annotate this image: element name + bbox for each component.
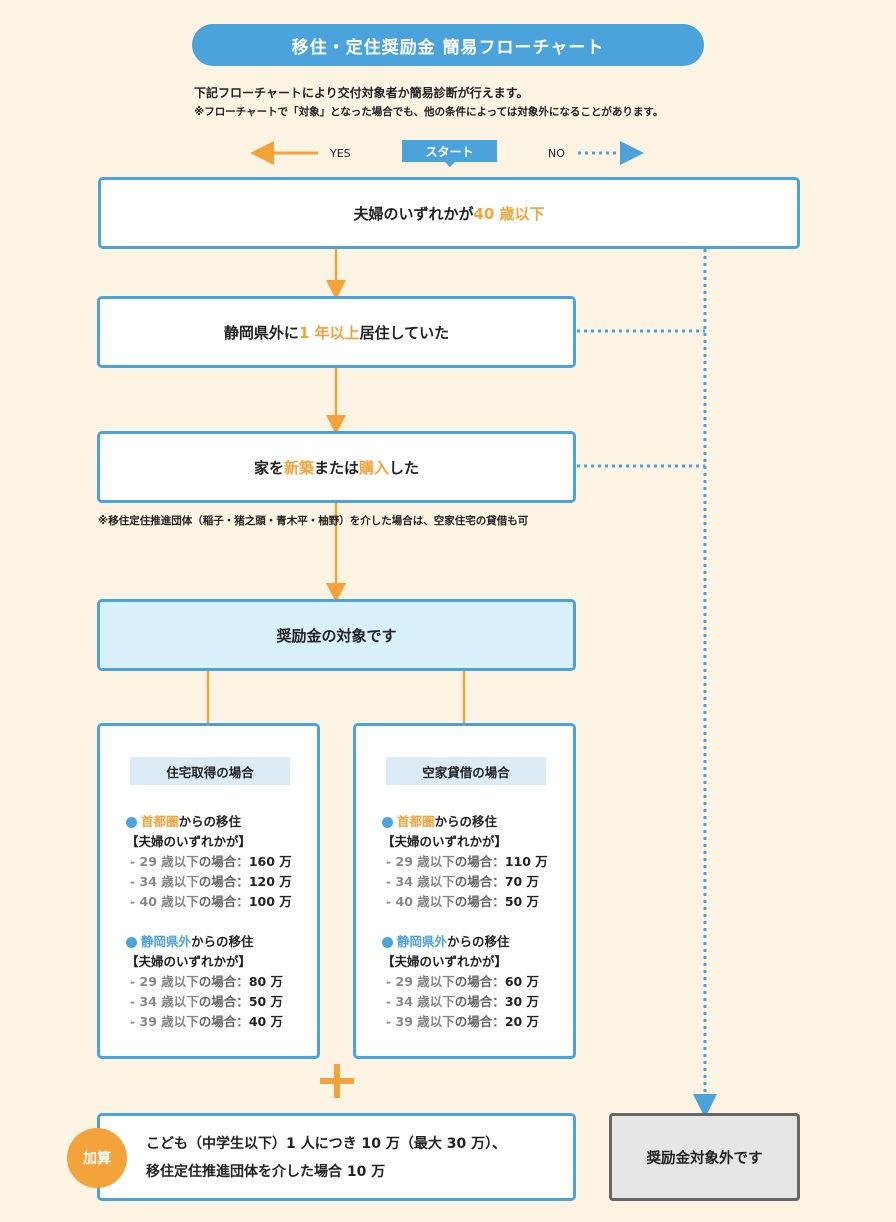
amount-row: - 29 歳以下の場合：80 万: [130, 974, 284, 989]
house-note: ※移住定住推進団体（稲子・猪之頭・青木平・柚野）を介した場合は、空家住宅の貸借も…: [98, 515, 529, 527]
bullet-icon: [126, 816, 137, 828]
region-label: 静岡県外: [141, 934, 192, 949]
question-house-post: した: [389, 458, 420, 477]
intro-note: ※フローチャートで「対象」となった場合でも、他の条件によっては対象外になることが…: [194, 106, 664, 118]
plus-icon: [320, 1064, 354, 1098]
question-residence: 静岡県外に 1 年以上居住していた: [97, 296, 576, 368]
kasan-text: こども（中学生以下）1 人につき 10 万（最大 30 万）、 移住定住推進団体…: [146, 1130, 506, 1186]
region-suffix: からの移住: [178, 814, 242, 829]
card-lease-section-outside: 静岡県外からの移住 【夫婦のいずれかが】 - 29 歳以下の場合：60 万 - …: [382, 932, 539, 1032]
question-residence-pre: 静岡県外に: [223, 323, 299, 342]
region-suffix: からの移住: [447, 934, 510, 949]
question-house-highlight-new: 新築: [283, 458, 314, 477]
card-home-section-outside: 静岡県外からの移住 【夫婦のいずれかが】 - 29 歳以下の場合：80 万 - …: [126, 932, 283, 1032]
question-residence-highlight: 1 年以上: [298, 323, 360, 342]
question-house: 家を新築または購入した: [97, 431, 576, 503]
amount-row: - 34 歳以下の場合：70 万: [386, 874, 540, 889]
amount-row: - 39 歳以下の場合：20 万: [386, 1014, 540, 1029]
region-suffix: からの移住: [191, 934, 254, 949]
bullet-icon: [382, 936, 393, 948]
card-home-acquisition-head: 住宅取得の場合: [130, 757, 290, 785]
bullet-icon: [382, 816, 393, 828]
region-label: 首都圏: [141, 814, 179, 829]
amount-row: - 29 歳以下の場合：110 万: [386, 854, 548, 869]
page-title: 移住・定住奨励金 簡易フローチャート: [192, 24, 704, 66]
legend-no-label: NO: [548, 147, 565, 160]
card-vacant-lease-head: 空家貸借の場合: [386, 757, 546, 785]
amount-row: - 40 歳以下の場合：50 万: [386, 894, 540, 909]
question-residence-post: 居住していた: [359, 323, 450, 342]
kasan-badge: 加算: [67, 1128, 127, 1188]
question-age-pre: 夫婦のいずれかが: [353, 204, 474, 223]
question-house-mid: または: [313, 458, 359, 477]
amount-row: - 34 歳以下の場合：30 万: [386, 994, 540, 1009]
region-label: 静岡県外: [397, 934, 448, 949]
amount-row: - 34 歳以下の場合：50 万: [130, 994, 284, 1009]
amount-row: - 29 歳以下の場合：60 万: [386, 974, 540, 989]
kasan-line-1: こども（中学生以下）1 人につき 10 万（最大 30 万）、: [146, 1136, 507, 1152]
card-home-acquisition: 住宅取得の場合 首都圏からの移住 【夫婦のいずれかが】 - 29 歳以下の場合：…: [97, 723, 320, 1059]
start-label: スタート: [402, 140, 497, 167]
question-age-highlight: 40 歳以下: [473, 204, 545, 223]
card-vacant-lease: 空家貸借の場合 首都圏からの移住 【夫婦のいずれかが】 - 29 歳以下の場合：…: [353, 723, 576, 1059]
amount-row: - 29 歳以下の場合：160 万: [130, 854, 292, 869]
condition-label: 【夫婦のいずれかが】: [126, 954, 252, 969]
excluded-result: 奨励金対象外です: [609, 1113, 800, 1201]
region-suffix: からの移住: [434, 814, 498, 829]
amount-row: - 34 歳以下の場合：120 万: [130, 874, 292, 889]
question-house-highlight-buy: 購入: [359, 458, 390, 477]
amount-row: - 39 歳以下の場合：40 万: [130, 1014, 284, 1029]
region-label: 首都圏: [397, 814, 435, 829]
intro-text: 下記フローチャートにより交付対象者か簡易診断が行えます。: [194, 86, 529, 100]
target-result: 奨励金の対象です: [97, 599, 576, 671]
amount-row: - 40 歳以下の場合：100 万: [130, 894, 292, 909]
card-lease-section-metro: 首都圏からの移住 【夫婦のいずれかが】 - 29 歳以下の場合：110 万 - …: [382, 812, 548, 912]
kasan-line-2: 移住定住推進団体を介した場合 10 万: [146, 1164, 386, 1180]
bullet-icon: [126, 936, 137, 948]
condition-label: 【夫婦のいずれかが】: [126, 834, 252, 849]
legend-yes-label: YES: [330, 147, 351, 160]
question-house-pre: 家を: [253, 458, 284, 477]
condition-label: 【夫婦のいずれかが】: [382, 834, 508, 849]
question-age: 夫婦のいずれかが 40 歳以下: [98, 177, 800, 249]
card-home-section-metro: 首都圏からの移住 【夫婦のいずれかが】 - 29 歳以下の場合：160 万 - …: [126, 812, 292, 912]
condition-label: 【夫婦のいずれかが】: [382, 954, 508, 969]
